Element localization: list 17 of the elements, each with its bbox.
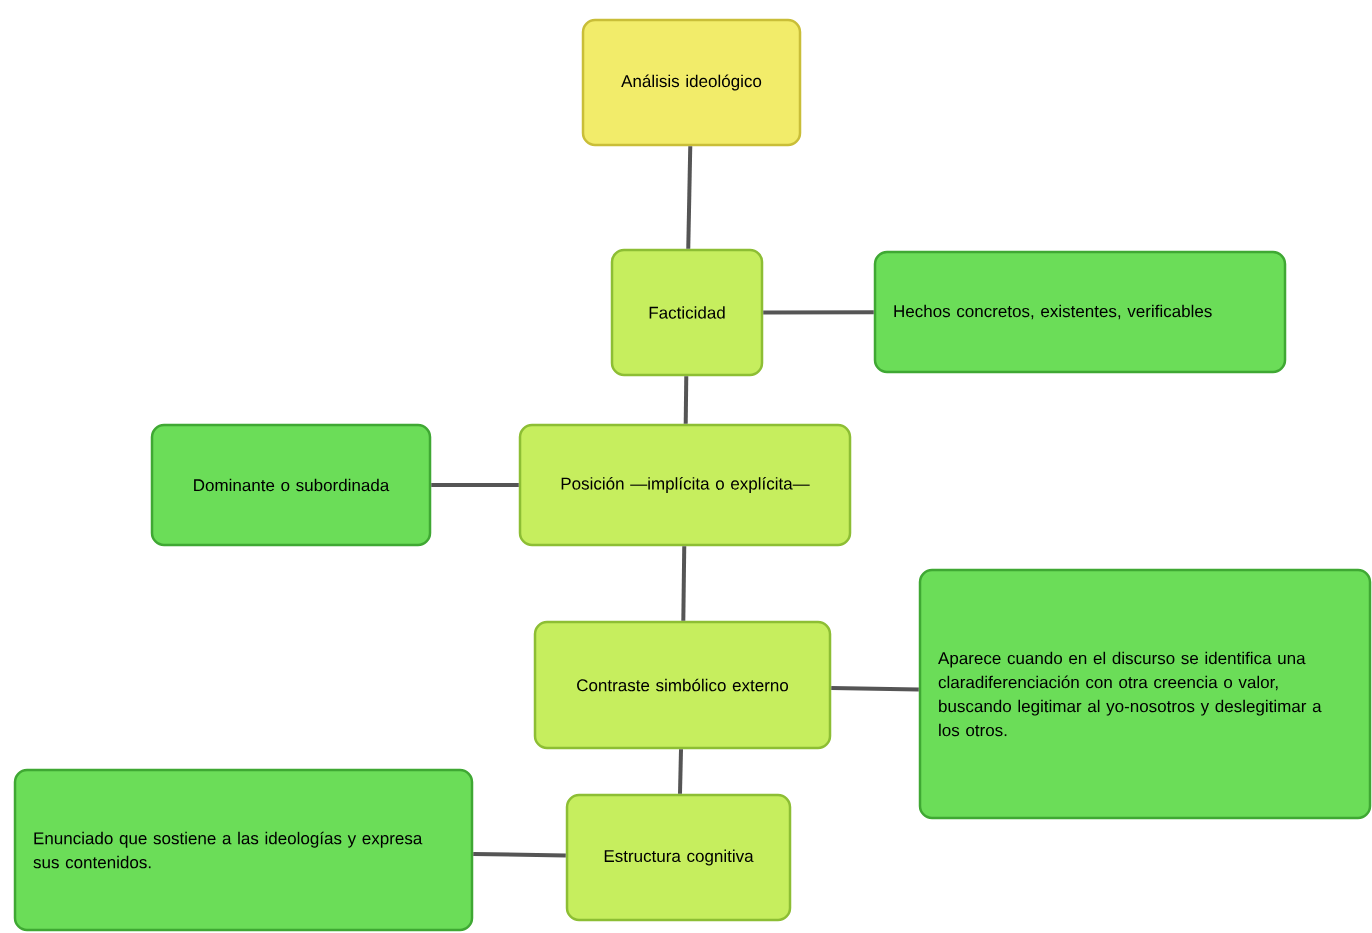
concept-box: Hechos concretos, existentes, verificables bbox=[873, 250, 1287, 374]
concept-box: Dominante o subordinada bbox=[150, 423, 432, 547]
connector-line bbox=[831, 685, 919, 692]
connector-line bbox=[473, 851, 566, 858]
connector-line bbox=[431, 483, 519, 487]
concept-box: Contraste simbólico externo bbox=[533, 620, 832, 750]
connector-line bbox=[683, 376, 689, 424]
concept-box: Posición —implícita o explícita— bbox=[518, 423, 852, 547]
concept-box: Enunciado que sostiene a las ideologías y expresa sus contenidos. bbox=[13, 768, 474, 932]
concept-box: Estructura cognitiva bbox=[565, 793, 792, 922]
connector-line bbox=[678, 749, 683, 794]
connector-line bbox=[763, 310, 874, 315]
concept-box: Aparece cuando en el discurso se identifica una claradiferenciación con otra creencia o valor, buscando legitimar al yo-nosotros y deslegitimar a los otros. bbox=[918, 568, 1372, 820]
connector-line bbox=[681, 546, 687, 621]
concept-box: Facticidad bbox=[610, 248, 764, 377]
connector-line bbox=[686, 146, 693, 249]
concept-box: Análisis ideológico bbox=[581, 18, 802, 147]
